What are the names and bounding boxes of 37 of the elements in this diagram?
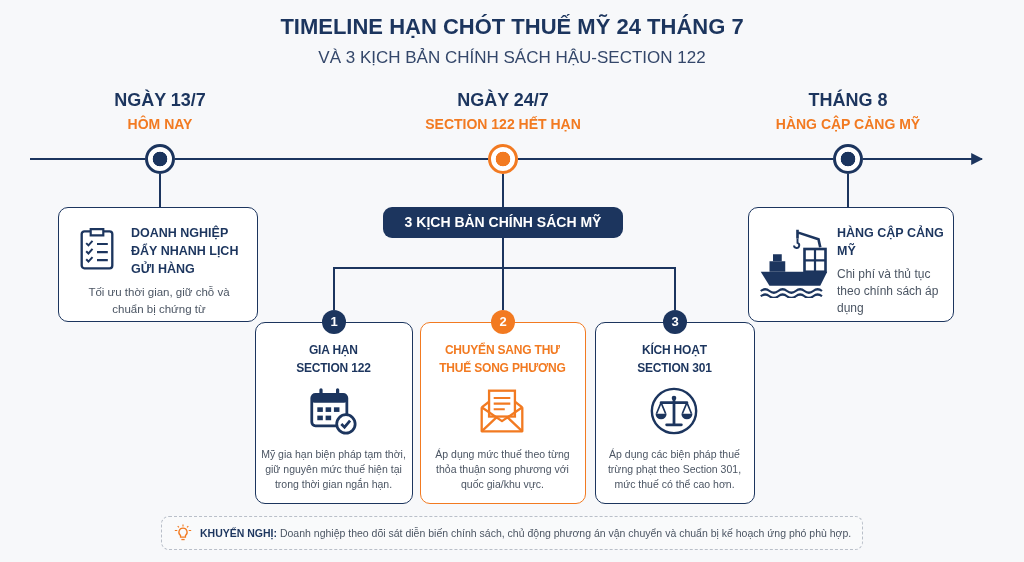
connector-line [847,173,849,208]
milestone-label: SECTION 122 HẾT HẠN [425,116,581,132]
timeline-axis [174,158,489,160]
event-card [748,207,954,322]
subtitle: VÀ 3 KỊCH BẢN CHÍNH SÁCH HẬU-SECTION 122 [318,48,706,68]
timeline-axis [862,153,984,165]
card-title: DOANH NGHIỆP ĐẨY NHANH LỊCH GỬI HÀNG [131,224,240,278]
step-number: 2 [491,310,515,334]
milestone-label: HÀNG CẬP CẢNG MỸ [775,116,921,132]
scenario-header: 3 KỊCH BẢN CHÍNH SÁCH MỸ [383,207,623,238]
title: TIMELINE HẠN CHÓT THUẾ MỸ 24 THÁNG 7 [280,14,744,40]
step-number: 1 [322,310,346,334]
card-description: Áp dụng các biện pháp thuế trừng phạt theo Section 301, mức thuế có thể cao hơn. [606,447,743,492]
date-label: THÁNG 8 [808,90,888,111]
connector-line [502,237,676,311]
timeline-marker [833,144,863,174]
recommendation-box [161,516,863,550]
card-description: Tối ưu thời gian, giữ chỗ và chuẩn bị chứng từ [87,285,231,317]
timeline-marker [145,144,175,174]
card-title: KÍCH HOẠT SECTION 301 [636,341,713,377]
card-title: GIA HẠN SECTION 122 [295,342,372,377]
timeline-marker [488,144,518,174]
step-number: 3 [663,310,687,334]
timeline-axis [29,158,146,160]
card-description: Áp dụng mức thuế theo từng thỏa thuận song phương với quốc gia/khu vực. [434,447,571,492]
connector-line [159,173,161,208]
timeline-axis [517,158,834,160]
recommendation-text: KHUYẾN NGHỊ: Doanh nghiệp theo dõi sát diễn biến chính sách, chủ động phương án vận chuyển và chuẩn bị kế hoạch ứng phó phù hợp. [200,526,852,541]
connector-line [502,173,504,208]
milestone-label: HÔM NAY [127,116,193,132]
card-title: CHUYỂN SANG THƯ THUẾ SONG PHƯƠNG [438,341,567,377]
date-label: NGÀY 13/7 [114,90,206,111]
card-title: HÀNG CẬP CẢNG MỸ [837,224,945,260]
date-label: NGÀY 24/7 [457,90,549,111]
card-description: Chi phí và thủ tục theo chính sách áp dụng [837,266,940,317]
event-card [58,207,258,322]
card-description: Mỹ gia hạn biện pháp tạm thời, giữ nguyên mức thuế hiện tại trong thời gian ngắn hạn. [261,447,406,492]
